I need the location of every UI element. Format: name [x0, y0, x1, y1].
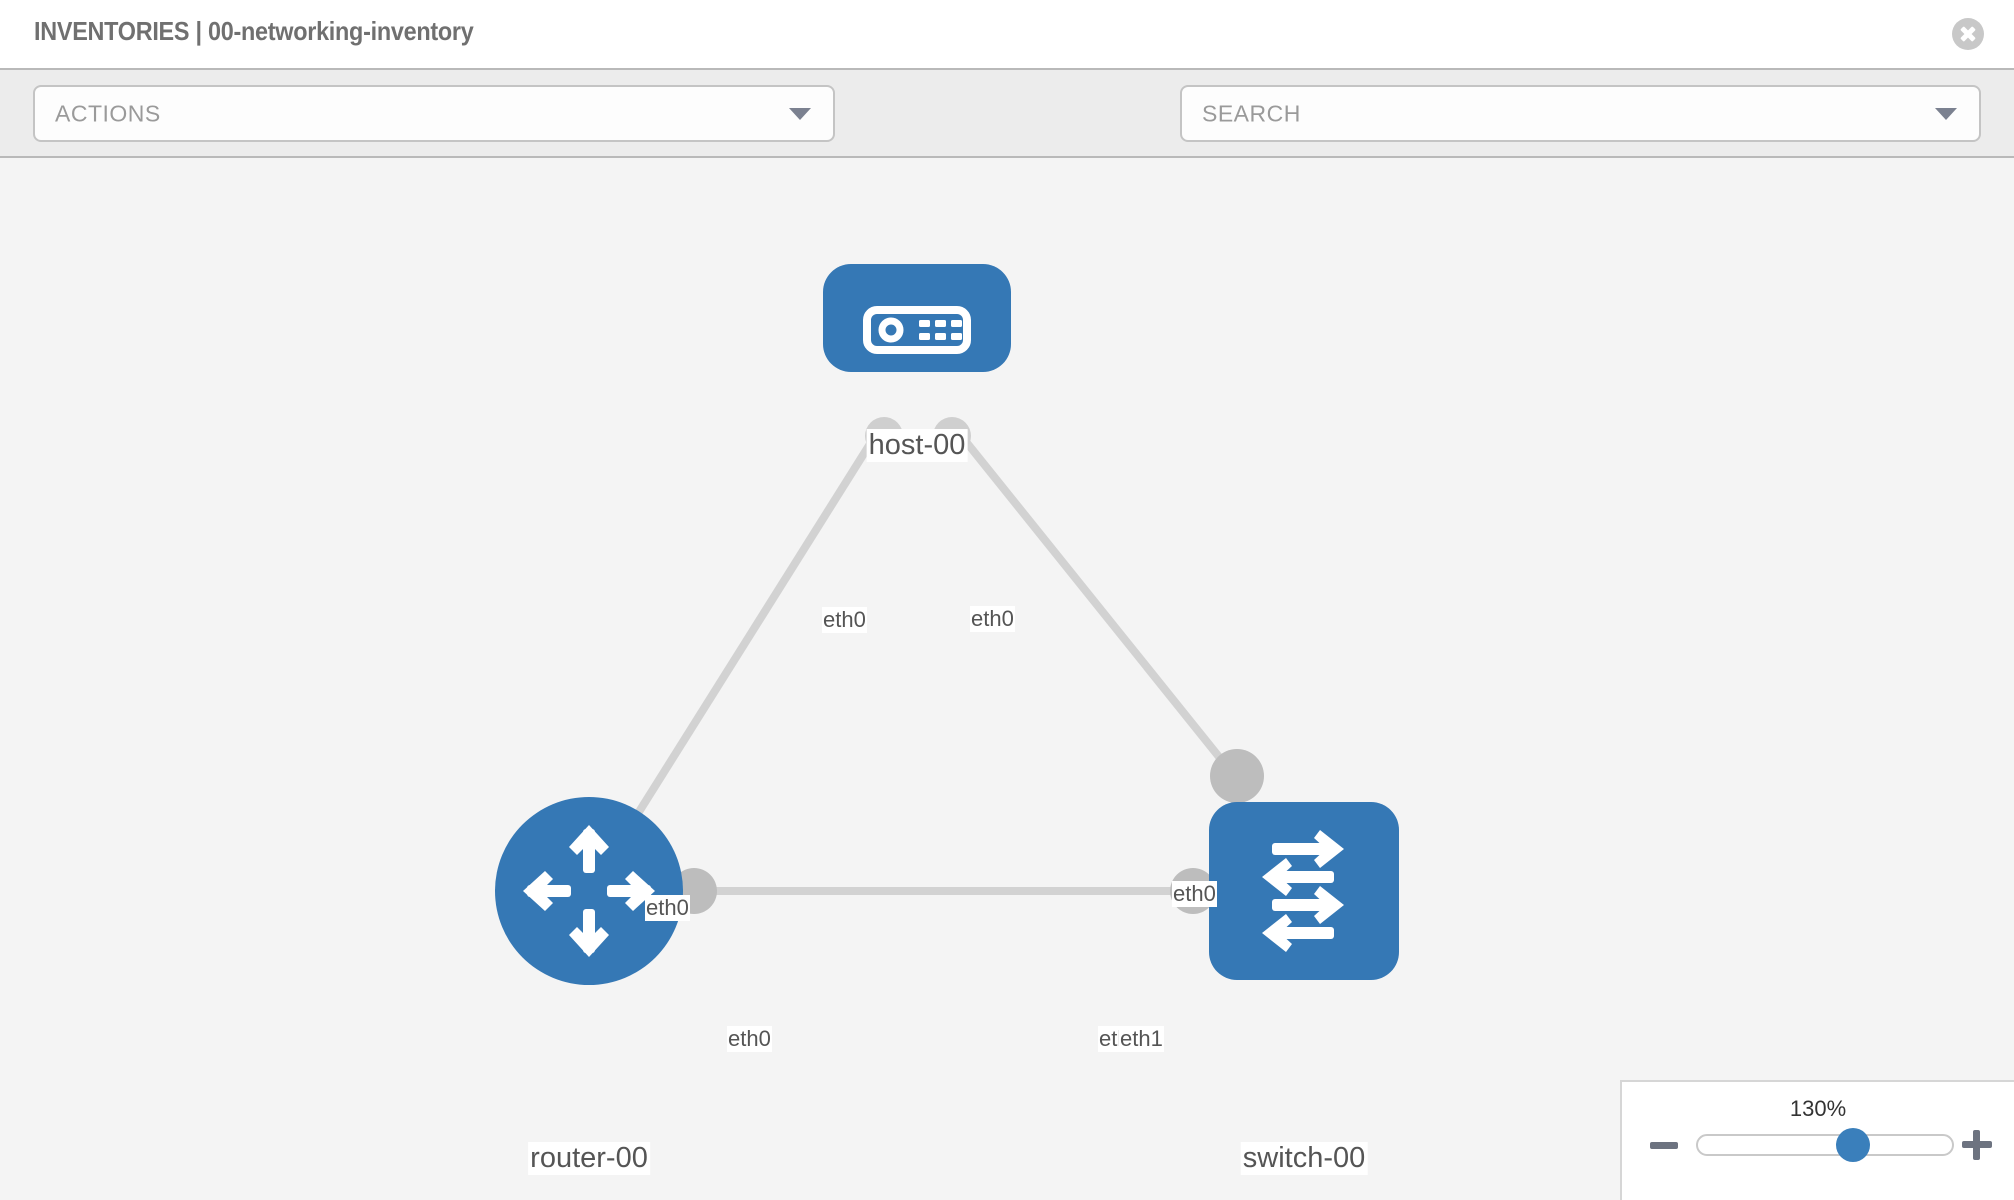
node-router-00[interactable]	[495, 797, 683, 985]
edge-label-host-router-source: eth0	[822, 607, 867, 633]
ports-layer	[671, 417, 1264, 914]
zoom-slider-thumb[interactable]	[1835, 1128, 1870, 1162]
search-input-placeholder: SEARCH	[1202, 100, 1301, 126]
link-host-switch[interactable]	[951, 425, 1244, 786]
toolbar: ACTIONS SEARCH	[0, 68, 2014, 197]
plus-icon[interactable]	[1962, 1130, 1992, 1160]
chevron-down-icon[interactable]	[1935, 107, 1957, 120]
actions-dropdown[interactable]: ACTIONS	[33, 85, 835, 142]
server-icon	[863, 306, 971, 354]
switch-north-port[interactable]	[1210, 749, 1264, 803]
edge-label-host-router-target: eth0	[645, 895, 690, 921]
router-arrows-icon	[523, 825, 655, 957]
header-bar: INVENTORIES | 00-networking-inventory	[0, 0, 2014, 68]
zoom-slider[interactable]	[1696, 1128, 1954, 1162]
edge-label-host-switch-source: eth0	[970, 606, 1015, 632]
minus-icon[interactable]	[1650, 1142, 1678, 1149]
node-label-switch-00: switch-00	[1240, 1142, 1368, 1175]
switch-arrows-icon	[1262, 830, 1344, 952]
node-host-00-shape[interactable]	[823, 264, 1011, 372]
link-host-router[interactable]	[606, 425, 884, 861]
edge-label-router-switch-source: eth0	[727, 1026, 772, 1052]
zoom-level-label: 130%	[1789, 1096, 1847, 1121]
node-label-router-00: router-00	[528, 1142, 650, 1175]
node-host-00[interactable]	[823, 264, 1011, 372]
node-router-00-shape[interactable]	[495, 797, 683, 985]
page-title: INVENTORIES | 00-networking-inventory	[34, 16, 474, 46]
topology-graph	[495, 264, 1399, 985]
edge-label-router-switch-target-b: eth1	[1119, 1026, 1164, 1052]
search-input[interactable]: SEARCH	[1180, 85, 1981, 142]
node-switch-00[interactable]	[1209, 802, 1399, 980]
links-layer	[606, 425, 1244, 895]
topology-canvas[interactable]: host-00 router-00 switch-00 eth0 eth0 et…	[0, 158, 2014, 1200]
close-icon[interactable]	[1952, 18, 1984, 50]
node-label-host-00: host-00	[866, 429, 968, 462]
node-switch-00-shape[interactable]	[1209, 802, 1399, 980]
chevron-down-icon	[789, 107, 811, 120]
zoom-control-panel: 130%	[1620, 1080, 2014, 1200]
actions-dropdown-label: ACTIONS	[55, 100, 161, 126]
edge-label-host-switch-target: eth0	[1172, 881, 1217, 907]
